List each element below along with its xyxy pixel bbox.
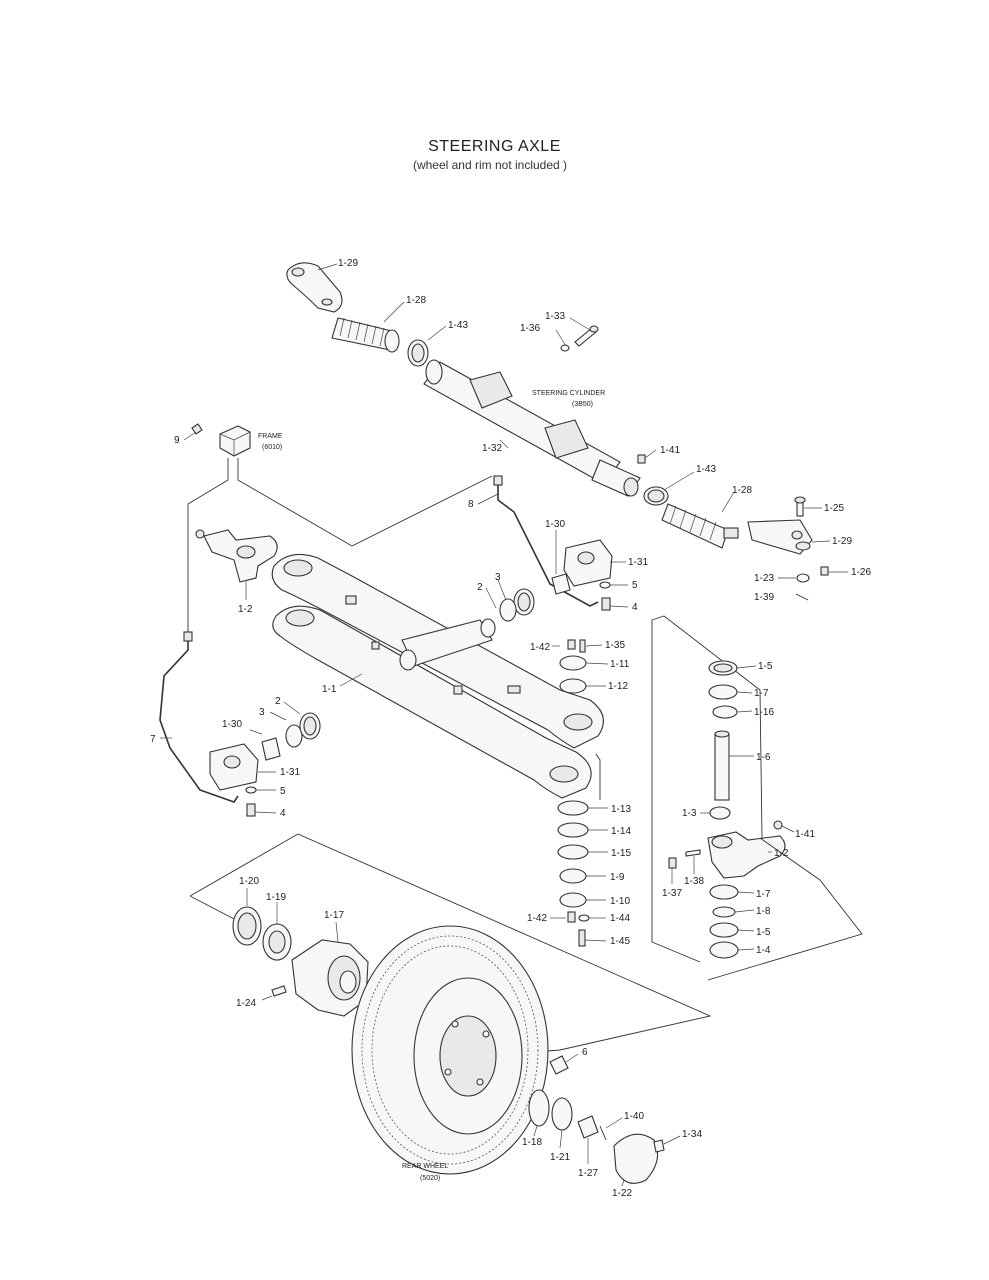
part-label: 1-16 xyxy=(754,707,774,718)
part-label: 3 xyxy=(495,572,501,583)
part-label: 1-19 xyxy=(266,892,286,903)
frame-reference xyxy=(187,423,493,636)
page-subtitle: (wheel and rim not included ) xyxy=(412,158,568,172)
part-label: 1-42 xyxy=(527,913,547,924)
part-label: 1-29 xyxy=(338,258,358,269)
part-label: 1-11 xyxy=(610,659,630,670)
part-label: 1-7 xyxy=(756,889,771,900)
part-label: 7 xyxy=(150,734,156,745)
steering-cylinder-assembly xyxy=(286,262,829,601)
rear-wheel xyxy=(351,925,549,1175)
frame-code: (6010) xyxy=(262,444,282,451)
part-label: 1-26 xyxy=(851,567,871,578)
part-label: 8 xyxy=(468,499,474,510)
part-label: 9 xyxy=(174,435,180,446)
part-label: 1-44 xyxy=(610,913,630,924)
part-label: 3 xyxy=(259,707,265,718)
part-label: 1-38 xyxy=(684,876,704,887)
knuckle-left xyxy=(195,529,278,583)
part-label: 1-40 xyxy=(624,1111,644,1122)
part-label: 1-7 xyxy=(754,688,769,699)
hose-8 xyxy=(497,480,599,607)
part-label: 1-23 xyxy=(754,573,774,584)
part-label: 1-5 xyxy=(758,661,773,672)
part-label: 1-34 xyxy=(682,1129,702,1140)
part-label: 1-31 xyxy=(280,767,300,778)
part-label: 1-3 xyxy=(682,808,697,819)
cylinder-callout: STEERING CYLINDER xyxy=(532,390,605,397)
left-support-group xyxy=(209,712,321,817)
part-label: 1-8 xyxy=(756,906,771,917)
part-label: 1-10 xyxy=(610,896,630,907)
part-label: 6 xyxy=(582,1047,588,1058)
part-label: 1-24 xyxy=(236,998,256,1009)
hub-group xyxy=(232,906,369,1017)
cylinder-code: (3B50) xyxy=(572,401,593,408)
rear-wheel-code: (5020) xyxy=(420,1175,440,1182)
part-label: 1-15 xyxy=(611,848,631,859)
axle-beam xyxy=(271,553,604,799)
part-label: 1-18 xyxy=(522,1137,542,1148)
right-kingpin-stack xyxy=(651,615,863,981)
part-label: 1-41 xyxy=(660,445,680,456)
part-label: 1-21 xyxy=(550,1152,570,1163)
center-washer-stack xyxy=(557,753,601,947)
part-label: 1-27 xyxy=(578,1168,598,1179)
part-label: 1-2 xyxy=(238,604,253,615)
part-label: 4 xyxy=(632,602,638,613)
part-label: 1-22 xyxy=(612,1188,632,1199)
part-label: 1-2 xyxy=(774,848,789,859)
part-label: 5 xyxy=(280,786,286,797)
part-label: 1-25 xyxy=(824,503,844,514)
part-label: 1-42 xyxy=(530,642,550,653)
part-label: 1-30 xyxy=(545,519,565,530)
part-label: 1-36 xyxy=(520,323,540,334)
part-label: 1-28 xyxy=(732,485,752,496)
wheel-side-parts xyxy=(528,1055,665,1184)
leader-lines xyxy=(160,263,848,1187)
part-label: 2 xyxy=(477,582,483,593)
hose-7 xyxy=(159,636,239,803)
part-label: 1-5 xyxy=(756,927,771,938)
part-label: 1-4 xyxy=(756,945,771,956)
part-label: 1-32 xyxy=(482,443,502,454)
part-label: 1-12 xyxy=(608,681,628,692)
part-label: 1-33 xyxy=(545,311,565,322)
part-label: 1-31 xyxy=(628,557,648,568)
right-support-group xyxy=(499,539,613,622)
part-label: 1-41 xyxy=(795,829,815,840)
frame-callout: FRAME xyxy=(258,433,283,440)
part-label: 1-14 xyxy=(611,826,631,837)
part-label: 1-43 xyxy=(448,320,468,331)
page-title: STEERING AXLE xyxy=(428,138,561,155)
part-label: 1-37 xyxy=(662,888,682,899)
part-label: 1-39 xyxy=(754,592,774,603)
part-label: 1-45 xyxy=(610,936,630,947)
part-label: 1-35 xyxy=(605,640,625,651)
part-label: 1-9 xyxy=(610,872,625,883)
center-plates xyxy=(559,639,587,694)
part-label: 1-1 xyxy=(322,684,337,695)
part-label: 1-17 xyxy=(324,910,344,921)
part-label: 2 xyxy=(275,696,281,707)
part-label: 1-28 xyxy=(406,295,426,306)
part-label: 1-30 xyxy=(222,719,242,730)
part-label: 5 xyxy=(632,580,638,591)
part-labels: 1-29 1-28 1-43 1-33 1-36 1-32 1-41 1-43 … xyxy=(150,258,871,1199)
part-label: 1-13 xyxy=(611,804,631,815)
part-label: 1-6 xyxy=(756,752,771,763)
rear-wheel-callout: REAR WHEEL xyxy=(402,1163,448,1170)
part-label: 1-29 xyxy=(832,536,852,547)
part-label: 1-20 xyxy=(239,876,259,887)
part-label: 1-43 xyxy=(696,464,716,475)
part-label: 4 xyxy=(280,808,286,819)
